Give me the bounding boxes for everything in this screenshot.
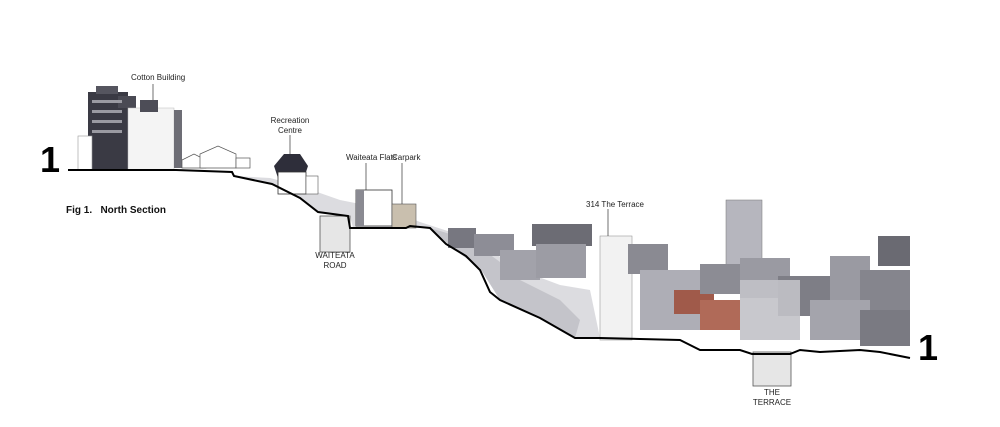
section-marker-right: 1 — [918, 327, 939, 368]
label-314-the-terrace: 314 The Terrace — [586, 200, 644, 209]
cotton-building — [77, 86, 182, 171]
label-recreation-line1: Recreation — [270, 116, 310, 125]
terrain-fill — [234, 176, 600, 338]
carpark — [391, 203, 417, 229]
label-cotton-building: Cotton Building — [131, 73, 186, 82]
label-waiteata-road-line1: WAITEATA — [315, 251, 355, 260]
label-waiteata-flats: Waiteata Flats — [346, 153, 397, 162]
label-waiteata-road-line2: ROAD — [323, 261, 347, 270]
section-marker-left: 1 — [40, 139, 61, 180]
recreation-centre — [274, 154, 319, 195]
ground-line — [68, 169, 911, 359]
waiteata-flats — [355, 189, 393, 227]
waiteata-road-cut — [319, 215, 351, 253]
label-carpark: Carpark — [392, 153, 421, 162]
label-waiteata-road: WAITEATA ROAD — [312, 251, 358, 271]
label-the-terrace: THE TERRACE — [748, 388, 796, 408]
leader-lines — [152, 84, 609, 236]
label-recreation-centre: Recreation Centre — [268, 116, 312, 136]
dense-housing — [448, 199, 910, 346]
label-recreation-line2: Centre — [277, 126, 302, 135]
label-the-terrace-line2: TERRACE — [752, 398, 792, 407]
figure-caption: Fig 1. North Section — [66, 205, 167, 216]
top-houses — [181, 145, 251, 169]
label-the-terrace-line1: THE — [764, 388, 780, 397]
the-terrace-road-cut — [752, 351, 792, 387]
